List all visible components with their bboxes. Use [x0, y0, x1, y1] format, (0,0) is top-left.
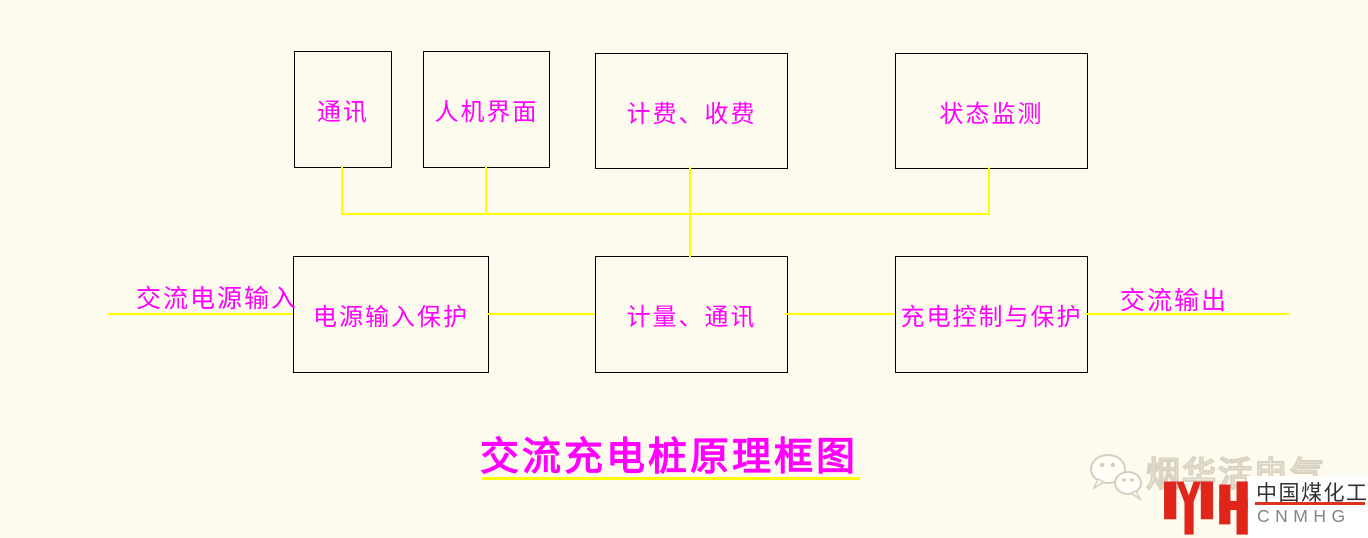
title-underline	[482, 477, 860, 480]
logo-name-english: CNMHG	[1257, 506, 1351, 526]
connector-status-drop	[988, 167, 990, 215]
flow-line-protection-to-metering	[487, 313, 595, 315]
box-metering-comm-label: 计量、通讯	[626, 304, 757, 331]
flow-line-input	[108, 313, 293, 315]
input-label: 交流电源输入	[136, 285, 299, 313]
connector-bus	[341, 213, 990, 215]
box-power-input-protection: 电源输入保护	[293, 256, 489, 373]
logo-red-rule	[1255, 502, 1365, 505]
box-charge-control-protection-label: 充电控制与保护	[900, 304, 1083, 331]
connector-hmi-drop	[485, 166, 487, 215]
box-billing: 计费、收费	[595, 53, 788, 169]
myh-monogram-logo	[1164, 481, 1248, 535]
box-charge-control-protection: 充电控制与保护	[895, 256, 1088, 373]
diagram-title: 交流充电桩原理框图	[480, 436, 859, 479]
flow-line-metering-to-control	[786, 313, 895, 315]
box-communication-label: 通讯	[317, 99, 369, 126]
box-power-input-protection-label: 电源输入保护	[313, 304, 469, 331]
logo-name-chinese: 中国煤化工	[1256, 482, 1368, 505]
wechat-icon	[1090, 454, 1142, 502]
box-status-monitor-label: 状态监测	[939, 100, 1044, 128]
box-hmi: 人机界面	[423, 51, 550, 168]
connector-billing-to-metering	[689, 167, 691, 257]
box-status-monitor: 状态监测	[895, 53, 1088, 169]
box-billing-label: 计费、收费	[626, 100, 757, 128]
connector-communication-drop	[341, 166, 343, 215]
box-metering-comm: 计量、通讯	[595, 256, 788, 373]
box-communication: 通讯	[294, 51, 392, 168]
box-hmi-label: 人机界面	[434, 99, 539, 126]
output-label: 交流输出	[1120, 287, 1229, 315]
logo-panel	[1247, 476, 1368, 538]
flow-line-output	[1086, 313, 1289, 315]
